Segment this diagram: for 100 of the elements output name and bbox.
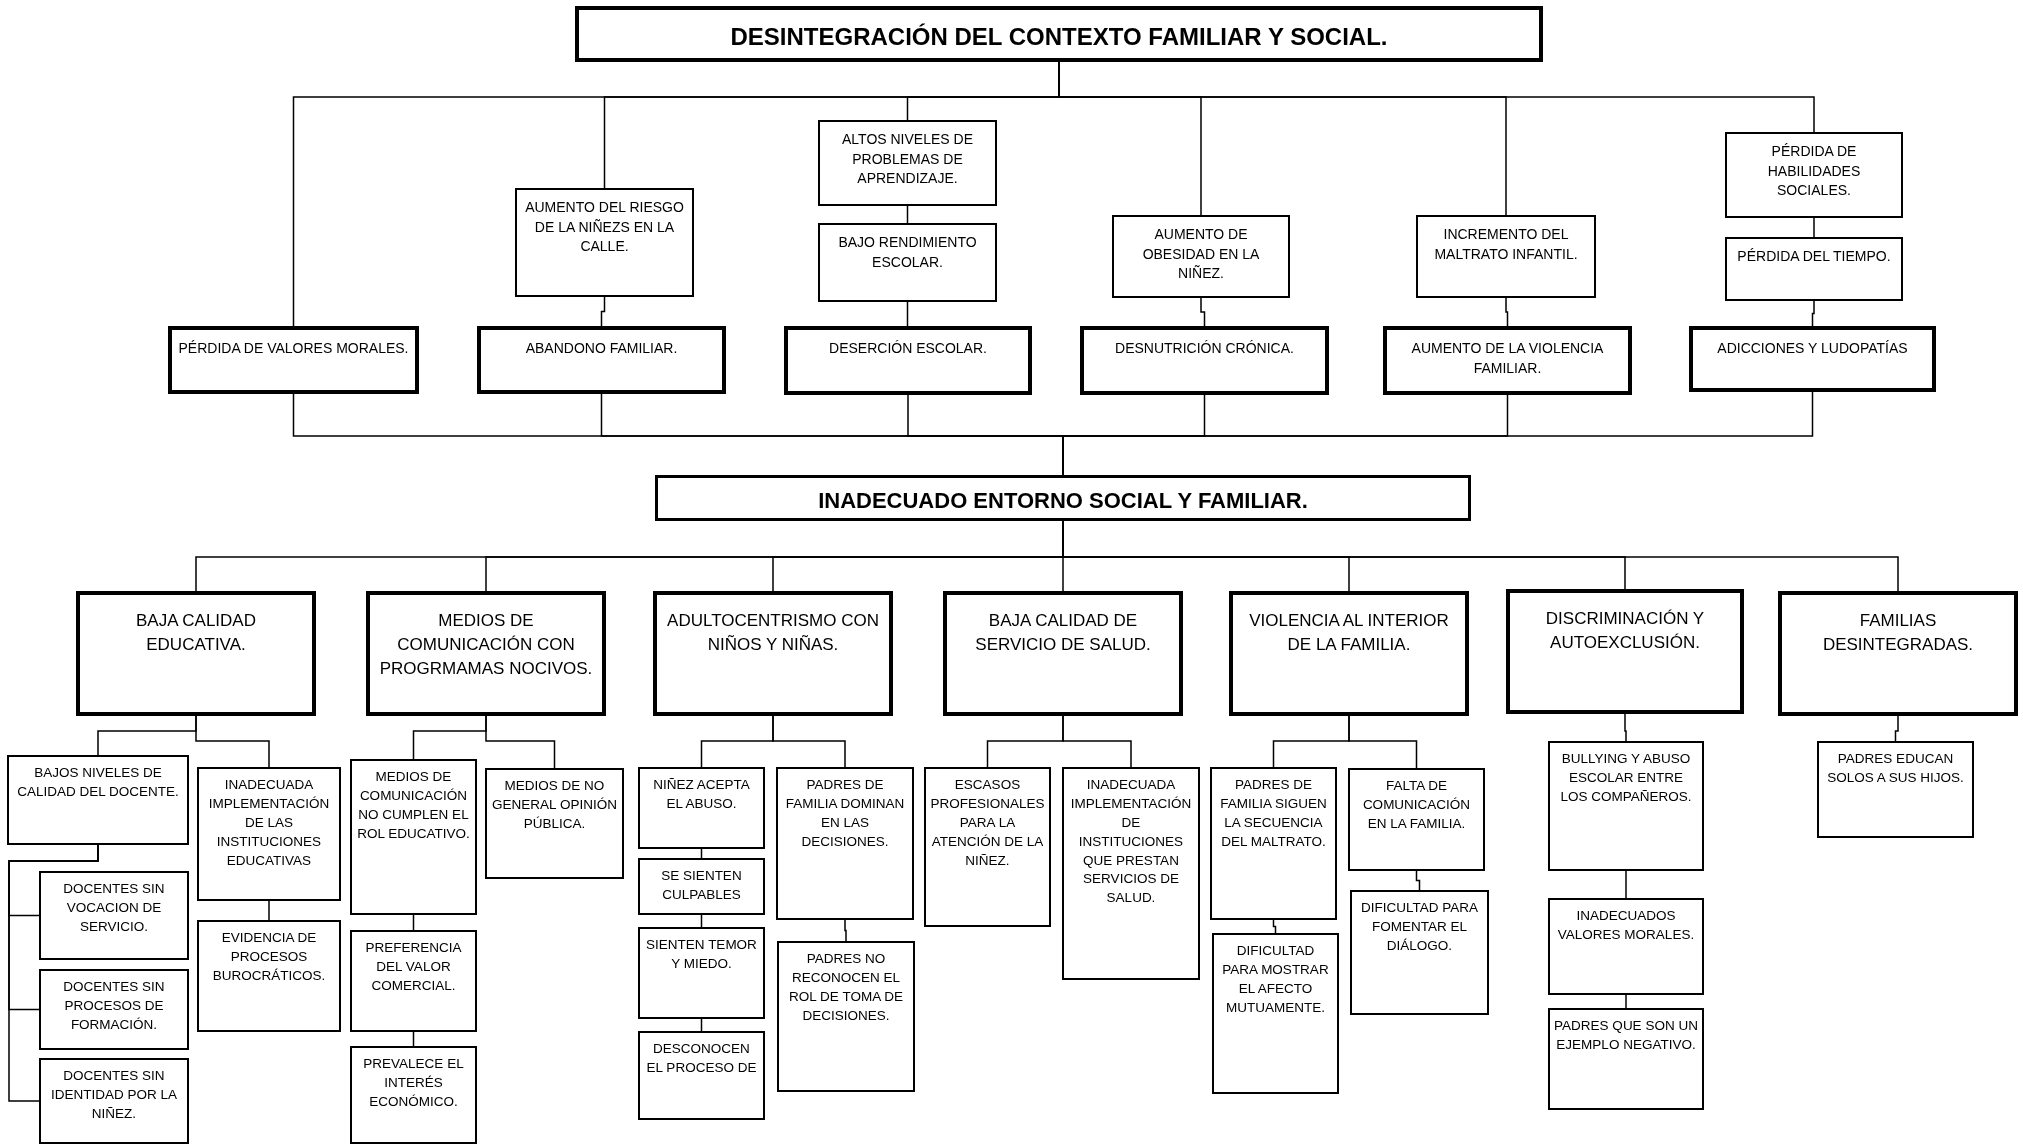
box-text: BAJA CALIDAD EDUCATIVA. — [135, 610, 257, 656]
problem-box — [1350, 890, 1489, 1015]
box-text: DOCENTES SIN VOCACION DE SERVICIO. — [62, 880, 166, 936]
box-text: INADECUADA IMPLEMENTACIÓN DE INSTITUCIONES QUE PRESTAN SERVICIOS DE SALUD. — [1069, 776, 1193, 908]
connector-line — [906, 301, 909, 327]
problem-box — [1210, 767, 1337, 920]
box-text: INADECUADOS VALORES MORALES. — [1556, 907, 1696, 944]
problem-box — [1725, 237, 1903, 301]
problem-box — [197, 767, 341, 901]
box-text: DIFICULTAD PARA FOMENTAR EL DIÁLOGO. — [1360, 899, 1479, 955]
box-text: DESINTEGRACIÓN DEL CONTEXTO FAMILIAR Y SOCIAL. — [730, 22, 1388, 52]
box-text: DIFICULTAD PARA MOSTRAR EL AFECTO MUTUAMENTE. — [1221, 942, 1330, 1017]
problem-box — [515, 188, 694, 297]
connector-line — [8, 844, 99, 1102]
problem-box — [1080, 326, 1329, 395]
box-text: ADULTOCENTRISMO CON NIÑOS Y NIÑAS. — [666, 610, 880, 656]
problem-box — [638, 927, 765, 1019]
box-text: ALTOS NIVELES DE PROBLEMAS DE APRENDIZAJE. — [841, 130, 974, 189]
problem-box — [924, 767, 1051, 927]
box-text: BAJOS NIVELES DE CALIDAD DEL DOCENTE. — [16, 764, 180, 801]
problem-box — [197, 920, 341, 1032]
problem-box — [350, 930, 477, 1032]
problem-box — [366, 591, 606, 716]
box-text: VIOLENCIA AL INTERIOR DE LA FAMILIA. — [1248, 610, 1450, 656]
problem-box — [1817, 741, 1974, 838]
problem-box — [653, 591, 893, 716]
problem-box — [575, 6, 1543, 62]
box-text: AUMENTO DE LA VIOLENCIA FAMILIAR. — [1410, 339, 1605, 378]
problem-box — [485, 768, 624, 879]
problem-box — [1548, 898, 1704, 995]
box-text: EVIDENCIA DE PROCESOS BUROCRÁTICOS. — [211, 929, 327, 985]
connector-line — [485, 715, 556, 769]
problem-box — [350, 1046, 477, 1144]
connector-line — [600, 296, 606, 327]
box-text: DESERCIÓN ESCOLAR. — [829, 339, 987, 358]
problem-box — [818, 223, 997, 302]
box-text: PÉRDIDA DE VALORES MORALES. — [178, 339, 409, 358]
problem-box — [784, 326, 1032, 395]
box-text: PADRES DE FAMILIA DOMINAN EN LAS DECISIONES. — [784, 776, 906, 851]
box-text: MEDIOS DE COMUNICACIÓN NO CUMPLEN EL ROL EDUCATIVO. — [356, 768, 471, 843]
box-text: FAMILIAS DESINTEGRADAS. — [1821, 610, 1975, 656]
problem-box — [1506, 589, 1744, 714]
connector-line — [1625, 994, 1627, 1009]
connector-line — [1624, 713, 1627, 742]
box-text: ABANDONO FAMILIAR. — [525, 339, 678, 358]
box-text: AUMENTO DEL RIESGO DE LA NIÑEZS EN LA CALLE. — [524, 198, 685, 257]
box-text: PADRES NO RECONOCEN EL ROL DE TOMA DE DECISIONES. — [788, 950, 904, 1025]
box-text: PADRES DE FAMILIA SIGUEN LA SECUENCIA DEL MALTRATO. — [1219, 776, 1328, 851]
problem-box — [818, 120, 997, 206]
box-text: PREVALECE EL INTERÉS ECONÓMICO. — [362, 1055, 465, 1111]
box-text: ESCASOS PROFESIONALES PARA LA ATENCIÓN DE LA NIÑEZ. — [930, 776, 1045, 870]
problem-box — [1212, 933, 1339, 1094]
problem-box — [655, 475, 1471, 521]
problem-box — [638, 1031, 765, 1120]
problem-box — [350, 759, 477, 915]
problem-box — [776, 767, 914, 920]
box-text: NIÑEZ ACEPTA EL ABUSO. — [652, 776, 751, 813]
problem-box — [1548, 741, 1704, 871]
box-text: AUMENTO DE OBESIDAD EN LA NIÑEZ. — [1141, 225, 1261, 284]
box-text: PREFERENCIA DEL VALOR COMERCIAL. — [364, 939, 463, 995]
box-text: MEDIOS DE NO GENERAL OPINIÓN PÚBLICA. — [491, 777, 618, 833]
connector-line — [1062, 715, 1132, 768]
connector-line — [268, 900, 270, 921]
box-text: INADECUADO ENTORNO SOCIAL Y FAMILIAR. — [818, 487, 1308, 515]
problem-box — [39, 1058, 189, 1144]
box-text: SE SIENTEN CULPABLES — [660, 867, 743, 904]
problem-box — [1416, 215, 1596, 298]
box-text: DOCENTES SIN IDENTIDAD POR LA NIÑEZ. — [50, 1067, 178, 1123]
box-text: DISCRIMINACIÓN Y AUTOEXCLUSIÓN. — [1544, 608, 1706, 654]
box-text: PADRES EDUCAN SOLOS A SUS HIJOS. — [1826, 750, 1965, 787]
problem-box — [943, 591, 1183, 716]
box-text: INCREMENTO DEL MALTRATO INFANTIL. — [1433, 225, 1579, 264]
box-text: DOCENTES SIN PROCESOS DE FORMACIÓN. — [62, 978, 166, 1034]
problem-box — [1548, 1008, 1704, 1110]
box-text: PADRES QUE SON UN EJEMPLO NEGATIVO. — [1554, 1017, 1698, 1054]
connector-line — [772, 715, 846, 768]
problem-box — [638, 767, 765, 849]
connector-line — [195, 715, 270, 768]
connector-line — [1200, 297, 1206, 327]
box-text: BULLYING Y ABUSO ESCOLAR ENTRE LOS COMPAÑEROS. — [1559, 750, 1693, 806]
problem-box — [1778, 591, 2018, 716]
box-text: FALTA DE COMUNICACIÓN EN LA FAMILIA. — [1361, 777, 1472, 833]
connector-line — [1811, 300, 1815, 327]
box-text: BAJA CALIDAD DE SERVICIO DE SALUD. — [974, 610, 1152, 656]
box-text: SIENTEN TEMOR Y MIEDO. — [645, 936, 758, 973]
problem-box — [1062, 767, 1200, 980]
connector-line — [1625, 870, 1627, 899]
problem-box — [39, 871, 189, 960]
box-text: BAJO RENDIMIENTO ESCOLAR. — [837, 233, 978, 272]
problem-box — [39, 969, 189, 1050]
problem-box — [1229, 591, 1469, 716]
problem-box — [1383, 326, 1632, 395]
box-text: DESCONOCEN EL PROCESO DE — [645, 1040, 758, 1077]
box-text: INADECUADA IMPLEMENTACIÓN DE LAS INSTITUCIONES EDUCATIVAS — [207, 776, 331, 870]
problem-box — [168, 326, 419, 394]
problem-box — [76, 591, 316, 716]
connector-line — [1813, 217, 1815, 238]
problem-box — [1112, 215, 1290, 298]
problem-box — [777, 941, 915, 1092]
box-text: DESNUTRICIÓN CRÓNICA. — [1115, 339, 1294, 358]
